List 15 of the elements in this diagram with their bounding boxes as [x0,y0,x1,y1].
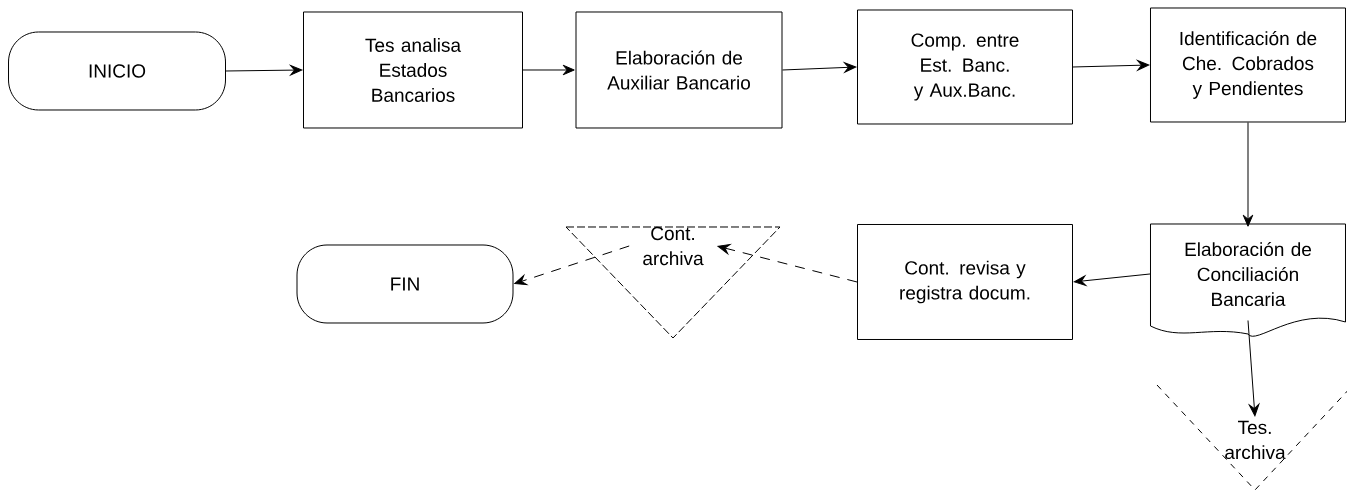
archive-triangle: Cont. archiva [565,226,781,339]
arrow [782,62,857,73]
arrow [717,243,858,283]
arrow [1072,60,1150,71]
process-box: Identificación de Che. Cobrados y Pendientes [1150,7,1346,123]
process-box: Elaboración de Auxiliar Bancario [575,11,783,129]
process-box: Tes analisa Estados Bancarios [303,11,523,129]
arrow [514,245,630,286]
process-box: Cont. revisa y registra docum. [857,224,1073,340]
arrow [1247,320,1260,417]
process-box: Comp. entre Est. Banc. y Aux.Banc. [857,9,1073,125]
arrow [1073,273,1151,286]
arrow [225,64,303,76]
arrow [522,64,575,76]
arrow [1242,122,1254,227]
